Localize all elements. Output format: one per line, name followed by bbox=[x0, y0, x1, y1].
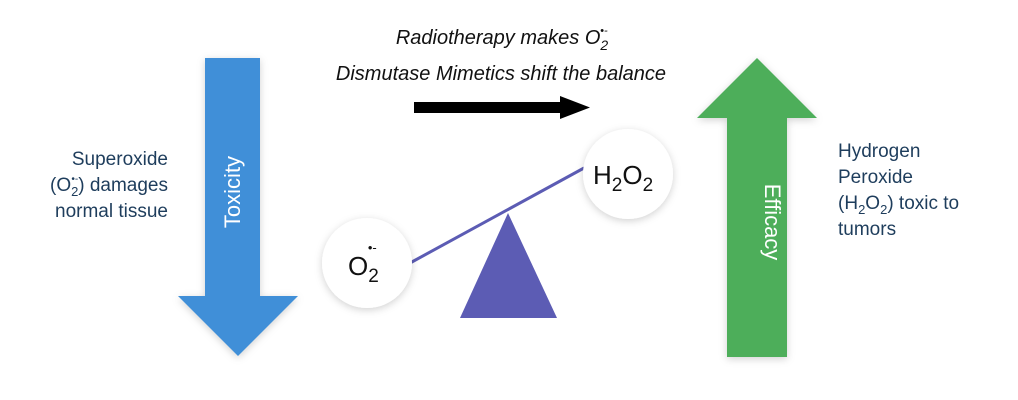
shift-right-arrow bbox=[414, 96, 590, 119]
svg-text:tumors: tumors bbox=[838, 219, 896, 240]
superoxide-circle: O2•- bbox=[322, 218, 412, 308]
svg-text:Peroxide: Peroxide bbox=[838, 167, 913, 188]
svg-text:H2O2: H2O2 bbox=[593, 160, 653, 196]
hydrogen-peroxide-description: Hydrogen Peroxide (H2O2) toxic to tumors bbox=[838, 141, 959, 240]
svg-text:(O2•-) damages: (O2•-) damages bbox=[50, 174, 168, 199]
svg-text:Hydrogen: Hydrogen bbox=[838, 141, 920, 162]
balance-fulcrum bbox=[460, 213, 557, 318]
superoxide-description: Superoxide (O2•-) damages normal tissue bbox=[50, 149, 168, 222]
toxicity-label: Toxicity bbox=[220, 156, 245, 228]
balance-beam bbox=[409, 166, 585, 265]
toxicity-arrow bbox=[178, 58, 298, 356]
svg-text:Superoxide: Superoxide bbox=[72, 149, 168, 170]
title-line-2: Dismutase Mimetics shift the balance bbox=[336, 63, 666, 85]
title-line-1: Radiotherapy makes O2•- bbox=[396, 25, 609, 53]
efficacy-label: Efficacy bbox=[760, 184, 785, 261]
svg-text:(H2O2) toxic to: (H2O2) toxic to bbox=[838, 193, 959, 217]
hydrogen-peroxide-circle: H2O2 bbox=[583, 129, 673, 219]
efficacy-arrow bbox=[697, 58, 817, 357]
svg-text:O2•-: O2•- bbox=[348, 240, 379, 287]
svg-text:normal tissue: normal tissue bbox=[55, 201, 168, 222]
